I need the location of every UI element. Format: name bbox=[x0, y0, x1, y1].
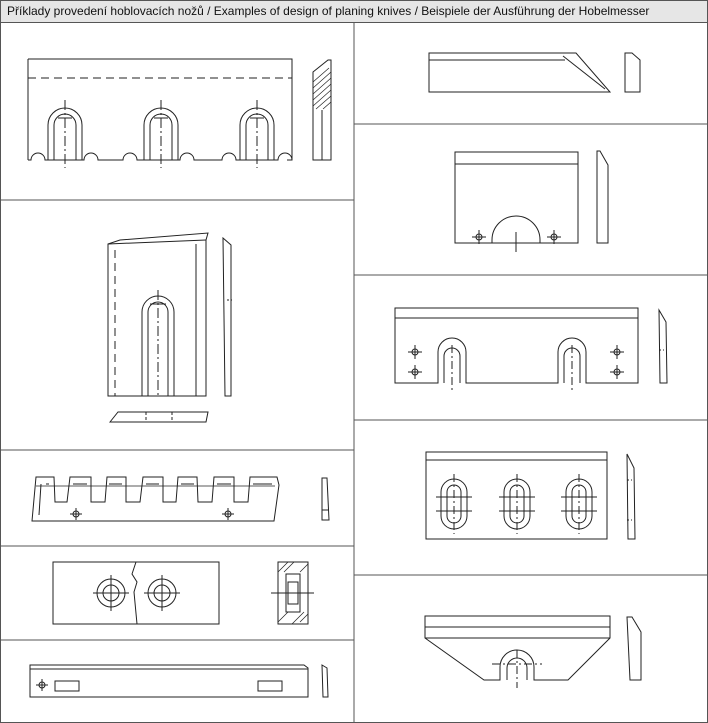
page-title: Příklady provedení hoblovacích nožů / Ex… bbox=[7, 4, 650, 18]
knife-three-oval bbox=[426, 452, 635, 539]
knife-trapezoid bbox=[425, 616, 641, 688]
oval-slot-3 bbox=[561, 474, 597, 534]
oval-slot-1 bbox=[436, 474, 472, 534]
knife-tall-single-slot bbox=[108, 233, 232, 422]
panel-grid bbox=[1, 22, 707, 722]
knife-bevel-bar bbox=[429, 53, 640, 92]
knife-arch-notch bbox=[455, 151, 608, 252]
knife-three-slots bbox=[28, 59, 331, 168]
knife-two-slot-bar bbox=[395, 308, 667, 390]
knife-comb bbox=[32, 477, 329, 521]
oval-slot-2 bbox=[499, 474, 535, 534]
knife-long-slim bbox=[30, 665, 328, 697]
knife-double-counterbore bbox=[53, 562, 314, 624]
